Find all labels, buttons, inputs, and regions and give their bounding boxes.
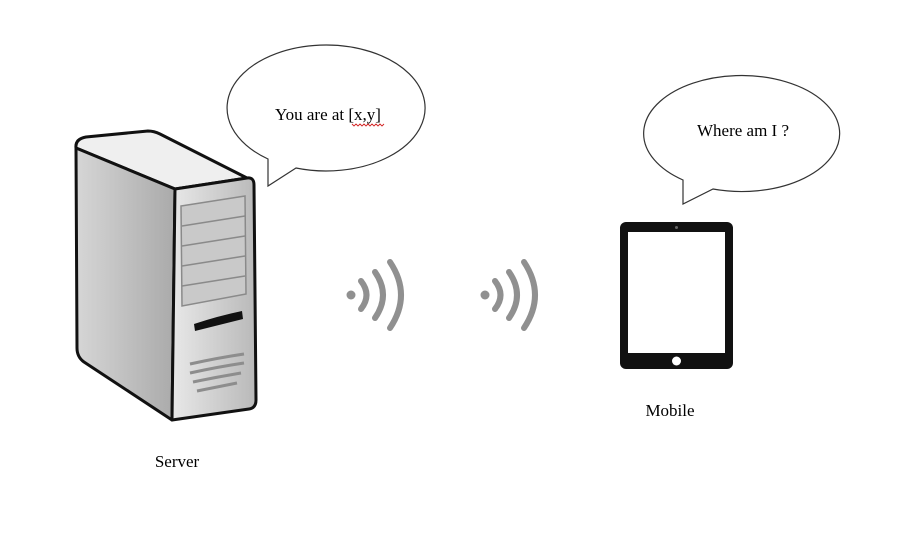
mobile-speech-bubble: Where am I ? bbox=[643, 74, 841, 205]
mobile-label: Mobile bbox=[645, 401, 694, 420]
tablet-icon bbox=[620, 222, 733, 369]
tablet-home-button bbox=[672, 356, 681, 366]
tablet-camera bbox=[675, 226, 678, 229]
wireless-signal-icon bbox=[480, 259, 538, 331]
server-speech-bubble-shape bbox=[226, 44, 426, 188]
server-tower-icon bbox=[74, 129, 258, 422]
server-speech-text: You are at [x,y] bbox=[275, 105, 381, 124]
mobile-speech-text: Where am I ? bbox=[697, 121, 789, 140]
server-speech-bubble: You are at [x,y] bbox=[226, 44, 426, 188]
mobile-speech-bubble-shape bbox=[643, 74, 841, 205]
server-label: Server bbox=[155, 452, 200, 471]
wireless-signal-icon bbox=[346, 259, 404, 331]
spellcheck-underline bbox=[351, 123, 385, 127]
tablet-screen bbox=[628, 232, 725, 353]
